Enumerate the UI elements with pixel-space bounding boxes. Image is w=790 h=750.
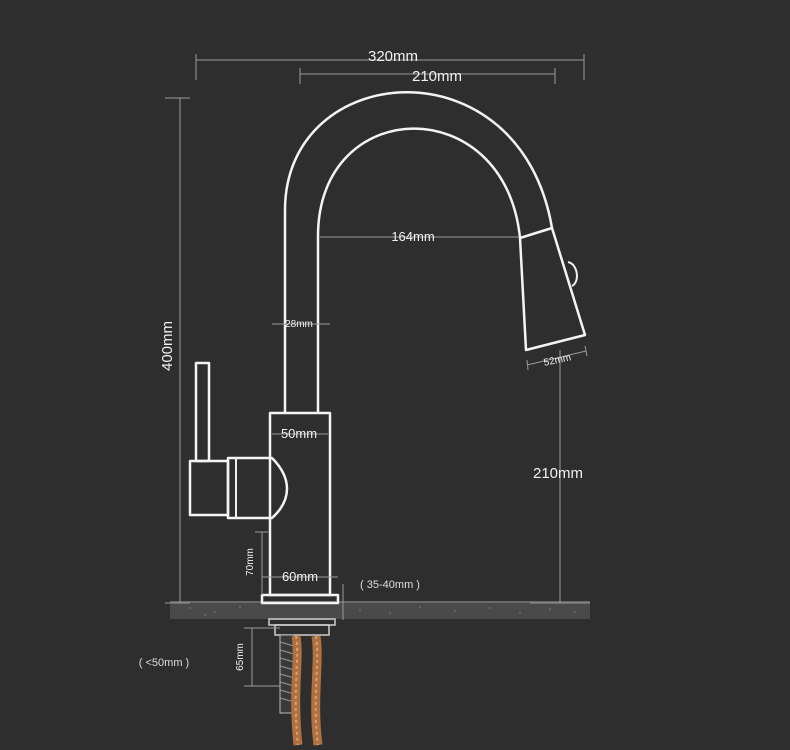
label-base-width: 60mm [282, 569, 318, 584]
label-spout-inner-width: 164mm [391, 229, 434, 244]
label-counter-thickness: ( 35-40mm ) [360, 579, 420, 591]
label-spray-head: 52mm [543, 352, 572, 369]
counter-top [170, 601, 590, 619]
label-spout-tube: 28mm [285, 319, 313, 330]
label-spout-clearance: 210mm [533, 465, 583, 482]
label-height: 400mm [159, 321, 176, 371]
mounting-shank [268, 618, 336, 714]
dimension-lines [165, 54, 590, 687]
label-reach: 210mm [412, 68, 462, 85]
label-body-width: 50mm [281, 426, 317, 441]
label-hole-diameter: ( <50mm ) [139, 657, 189, 669]
label-base-height: 70mm [245, 548, 256, 576]
handle-lever [188, 361, 289, 520]
supply-hoses [291, 635, 323, 746]
label-overall-width: 320mm [368, 48, 418, 65]
spray-head [518, 226, 587, 352]
label-shank-length: 65mm [235, 643, 246, 671]
faucet-body [260, 91, 554, 605]
